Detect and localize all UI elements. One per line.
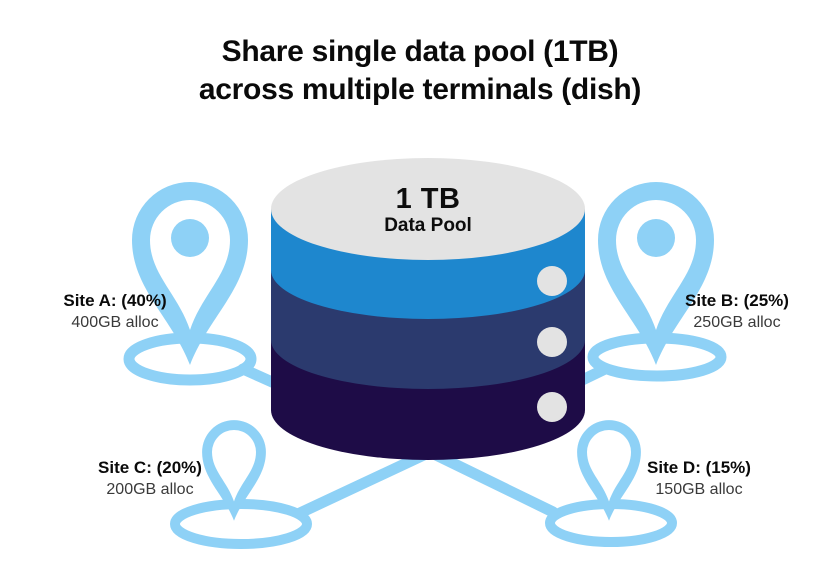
site-c-alloc: 200GB alloc xyxy=(106,481,194,498)
connector-site-c xyxy=(294,447,434,519)
indicator-dot xyxy=(537,266,567,296)
title-line-2: across multiple terminals (dish) xyxy=(198,73,642,106)
site-a-alloc: 400GB alloc xyxy=(71,314,159,331)
site-c-name: Site C: (20%) xyxy=(98,458,202,477)
cylinder-indicator-dots xyxy=(537,266,567,422)
site-b-label: Site B: (25%) 250GB alloc xyxy=(637,290,837,334)
connector-site-d xyxy=(426,447,559,518)
site-d-alloc: 150GB alloc xyxy=(655,481,743,498)
site-d-name: Site D: (15%) xyxy=(647,458,751,477)
pin-dot xyxy=(637,219,675,257)
indicator-dot xyxy=(537,392,567,422)
indicator-dot xyxy=(537,327,567,357)
pin-dot xyxy=(171,219,209,257)
data-pool-label: 1 TB Data Pool xyxy=(328,184,528,237)
cylinder-lid xyxy=(271,158,585,260)
pool-size: 1 TB xyxy=(395,183,461,215)
site-d-label: Site D: (15%) 150GB alloc xyxy=(599,457,799,501)
pool-name: Data Pool xyxy=(384,215,472,236)
site-b-name: Site B: (25%) xyxy=(685,291,789,310)
site-c-label: Site C: (20%) 200GB alloc xyxy=(50,457,250,501)
database-cylinder-icon xyxy=(271,158,585,460)
title-line-1: Share single data pool (1TB) xyxy=(221,35,619,68)
ring-site-c xyxy=(170,499,312,549)
location-pin-site-a xyxy=(132,182,248,365)
site-b-alloc: 250GB alloc xyxy=(693,314,781,331)
page-title: Share single data pool (1TB) across mult… xyxy=(0,33,840,109)
location-pin-site-b xyxy=(598,182,714,365)
site-a-label: Site A: (40%) 400GB alloc xyxy=(15,290,215,334)
site-a-name: Site A: (40%) xyxy=(63,291,167,310)
